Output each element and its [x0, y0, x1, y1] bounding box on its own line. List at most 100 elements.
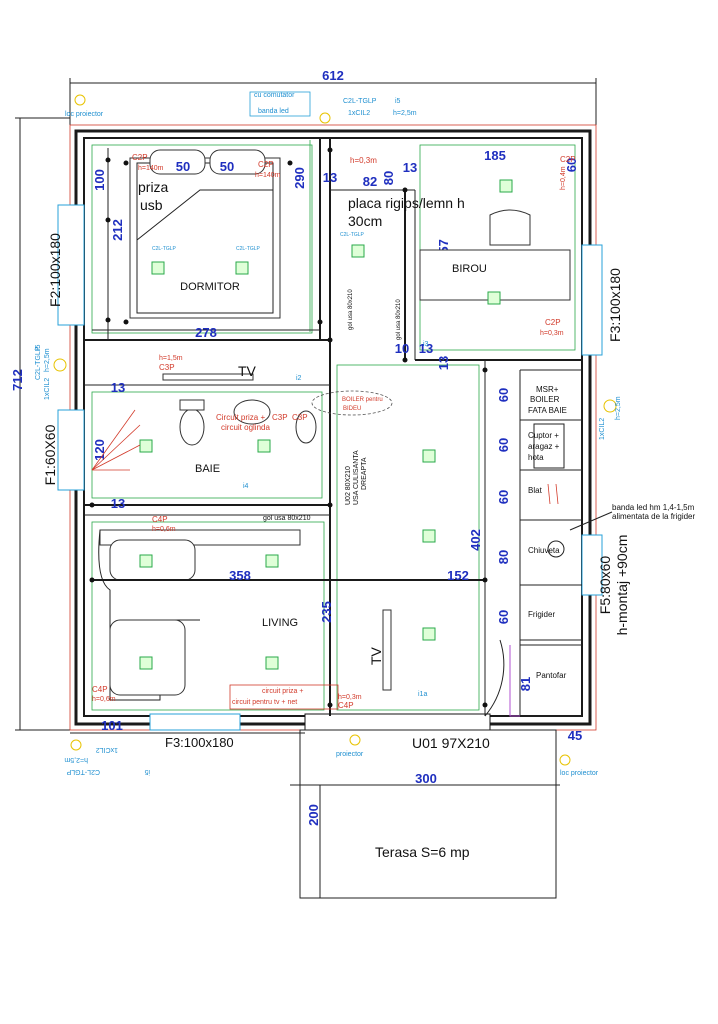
label-i1a: i1a — [418, 691, 427, 698]
bidet-icon — [295, 410, 317, 444]
dim-living-152: 152 — [447, 568, 469, 583]
kitchen-chiuveta: Chiuveta — [528, 546, 560, 555]
height-h04: h=0,4m — [560, 166, 567, 190]
height-h06-bottom: h=0,6m — [92, 696, 116, 703]
dim-13c: 13 — [419, 341, 433, 356]
note-priza: priza — [138, 179, 169, 195]
note-proiector: proiector — [336, 751, 364, 758]
label-h25-bottom: h=2,5m — [64, 756, 88, 763]
circuit-c4p-bottom: C4P — [92, 685, 108, 694]
note-boiler-line1: BOILER pentru — [342, 397, 383, 403]
dim-closet-13b: 13 — [403, 160, 417, 175]
label-i5-left: i5 — [35, 344, 42, 350]
kitchen-msr-line3: FATA BAIE — [528, 406, 567, 415]
label-tv-living: TV — [368, 646, 384, 665]
projector-icon — [74, 94, 86, 106]
note-boiler-line2: BIDEU — [343, 406, 361, 412]
sink-icon — [233, 399, 271, 425]
label-i5-bottom: i5 — [144, 768, 150, 775]
dim-living-235: 235 — [319, 601, 334, 623]
note-loc-proiector-top: loc proiector — [65, 111, 104, 118]
dim-closet-80: 80 — [381, 171, 396, 185]
note-circuit-oglinda-2: circuit oglinda — [221, 423, 270, 432]
label-h25-top: h=2,5m — [393, 110, 417, 117]
ceiling-light-icon — [139, 439, 153, 453]
note-u02-line3: DREAPTA — [361, 457, 368, 490]
dim-bed-w1: 50 — [176, 159, 190, 174]
ceiling-light-icon — [487, 291, 501, 305]
chair-icon — [489, 209, 531, 246]
dim-dormitor-width: 278 — [195, 325, 217, 340]
toilet-icon — [179, 408, 205, 446]
label-i5-top: i5 — [395, 98, 401, 105]
dim-kitchen-402: 402 — [468, 529, 483, 551]
height-h03-birou: h=0,3m — [540, 330, 564, 337]
dim-k60-blat: 60 — [496, 490, 511, 504]
label-cil2-bottom: 1xCIL2 — [96, 746, 118, 753]
dim-birou-60: 60 — [564, 158, 579, 172]
note-cu-comutator: cu comutator — [254, 92, 295, 99]
dim-k60a: 60 — [496, 388, 511, 402]
svg-text:C2L-TGLP: C2L-TGLP — [236, 246, 261, 252]
dim-13e: 13 — [111, 380, 125, 395]
label-i3: i3 — [423, 341, 429, 348]
living-room: C4P h=0,6m 358 152 235 LIVING TV C4P h=0… — [92, 375, 520, 717]
dim-terrace-width: 300 — [415, 771, 437, 786]
window-rays-icon — [91, 409, 141, 471]
circuit-c2p-birou: C2P — [560, 155, 576, 164]
ceiling-light-icon — [139, 656, 153, 670]
dim-total-width: 612 — [322, 68, 344, 83]
dim-13-baie-bottom: 13 — [111, 496, 125, 511]
ceiling-light-icon — [265, 656, 279, 670]
bathroom: h=1,5m C3P TV 13 120 13 Circuit priza + … — [91, 355, 393, 522]
tv-stand-icon — [382, 609, 392, 691]
kitchen-msr-line2: BOILER — [530, 395, 560, 404]
closet-area: 13 82 80 13 placa rigips/lemn h 30cm h=0… — [323, 156, 465, 370]
note-gol-usa-horizontal: gol usa 80x210 — [263, 515, 311, 522]
window-f3-right: F3:100x180 — [607, 268, 623, 342]
pillow-icon — [149, 149, 206, 175]
kitchen-cuptor-line1: Cuptor + — [528, 431, 559, 440]
note-banda-led-right-2: alimentata de la frigider — [612, 512, 695, 521]
projector-icon — [349, 734, 361, 746]
note-placa-line2: 30cm — [348, 213, 382, 229]
ceiling-light-icon — [151, 261, 165, 275]
exterior-walls — [57, 124, 603, 731]
dim-13d: 13 — [436, 356, 451, 370]
ceiling-light-icon — [235, 261, 249, 275]
height-h06-top: h=0,6m — [152, 526, 176, 533]
window-labels: F2:100x180 F1:60X60 F3:100x180 F5:80x60 … — [42, 233, 630, 751]
room-birou: BIROU — [452, 263, 487, 275]
height-h03-top: h=0,3m — [350, 156, 377, 165]
svg-text:C2L-TGLP: C2L-TGLP — [340, 232, 365, 238]
window-f1: F1:60X60 — [42, 424, 58, 485]
label-c2l-tglp-top: C2L-TGLP — [343, 98, 377, 105]
kitchen-msr-line1: MSR+ — [536, 385, 559, 394]
label-cil2-right: 1xCIL2 — [599, 418, 606, 440]
terrace — [299, 729, 557, 899]
note-banda-led-top: banda led — [258, 108, 289, 115]
note-gol-usa-vertical-1: gol usa 80x210 — [348, 289, 354, 330]
room-baie: BAIE — [195, 463, 220, 475]
dim-bottom-101: 101 — [101, 718, 123, 733]
kitchen-cuptor-line2: aragaz + — [528, 442, 560, 451]
dim-closet-82: 82 — [363, 174, 377, 189]
room-terasa: Terasa S=6 mp — [375, 844, 470, 860]
ceiling-light-icon — [422, 627, 436, 641]
label-h25-left: h=2,5m — [44, 348, 51, 372]
sink-icon — [547, 540, 565, 558]
ceiling-light-icon — [499, 179, 513, 193]
height-h140-right: h=140m — [255, 172, 281, 179]
note-banda-led-right-1: banda led hm 1,4-1,5m — [612, 503, 695, 512]
window-f5: F5:80x60 — [597, 556, 613, 615]
room-dormitor: DORMITOR — [180, 281, 240, 293]
dim-living-width: 358 — [229, 568, 251, 583]
note-u02-line2: USA CULISANTA — [353, 450, 360, 505]
tv-wall-icon — [162, 373, 254, 381]
label-tv-top: TV — [238, 363, 257, 379]
dim-terrace-height: 200 — [306, 804, 321, 826]
junction-dots — [89, 147, 488, 708]
office: 185 60 257 BIROU C2P h=0,4m C2P h=0,3m — [419, 148, 579, 337]
label-c2l-tglp-bottom: C2L-TGLP — [66, 768, 100, 775]
